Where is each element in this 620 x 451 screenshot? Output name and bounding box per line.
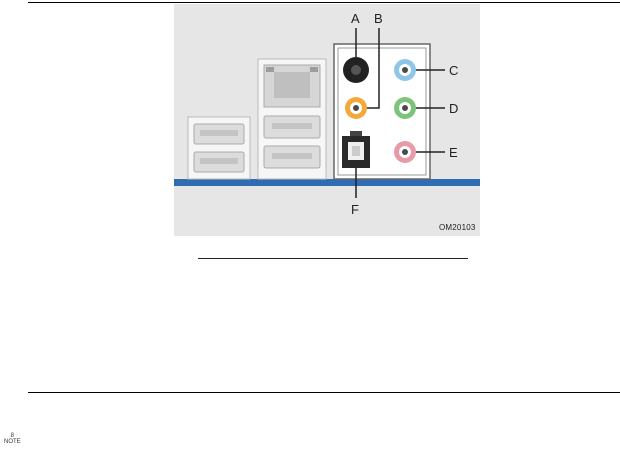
callout-label-b: B xyxy=(374,11,383,26)
audio-jack-panel xyxy=(333,43,431,180)
callout-label-e: E xyxy=(449,145,458,160)
top-rule xyxy=(28,2,620,3)
back-panel-illustration: A B C D E F xyxy=(174,11,480,217)
callout-leaders xyxy=(355,28,445,198)
callout-label-d: D xyxy=(449,101,458,116)
back-panel-audio-figure: A B C D E F xyxy=(174,4,480,236)
page-mark-number: 8 xyxy=(10,433,14,439)
board-stripe xyxy=(174,179,480,186)
caption-rule xyxy=(198,258,468,259)
callout-label-a: A xyxy=(351,11,360,26)
bottom-rule xyxy=(28,392,620,393)
figure-id: OM20103 xyxy=(439,223,476,232)
callout-label-f: F xyxy=(351,202,359,217)
page-mark: 8 NOTE xyxy=(4,433,21,445)
usb-port-stack xyxy=(187,116,251,180)
lan-usb-port-stack xyxy=(257,58,327,180)
page-mark-label: NOTE xyxy=(4,439,21,445)
callout-label-c: C xyxy=(449,63,458,78)
